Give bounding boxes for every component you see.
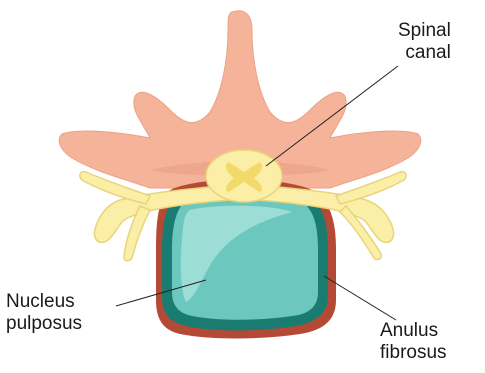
- spinal-canal-label-line2: canal: [398, 42, 451, 64]
- nucleus-pulposus-label: Nucleus pulposus: [6, 291, 82, 335]
- spinal-canal-label: Spinal canal: [398, 20, 451, 64]
- nucleus-pulposus-label-line2: pulposus: [6, 313, 82, 335]
- spinal-canal-label-line1: Spinal: [398, 20, 451, 42]
- nucleus-pulposus-label-line1: Nucleus: [6, 291, 82, 313]
- anulus-fibrosus-label-line2: fibrosus: [380, 342, 447, 364]
- anulus-fibrosus-label-line1: Anulus: [380, 320, 447, 342]
- anulus-fibrosus-label: Anulus fibrosus: [380, 320, 447, 364]
